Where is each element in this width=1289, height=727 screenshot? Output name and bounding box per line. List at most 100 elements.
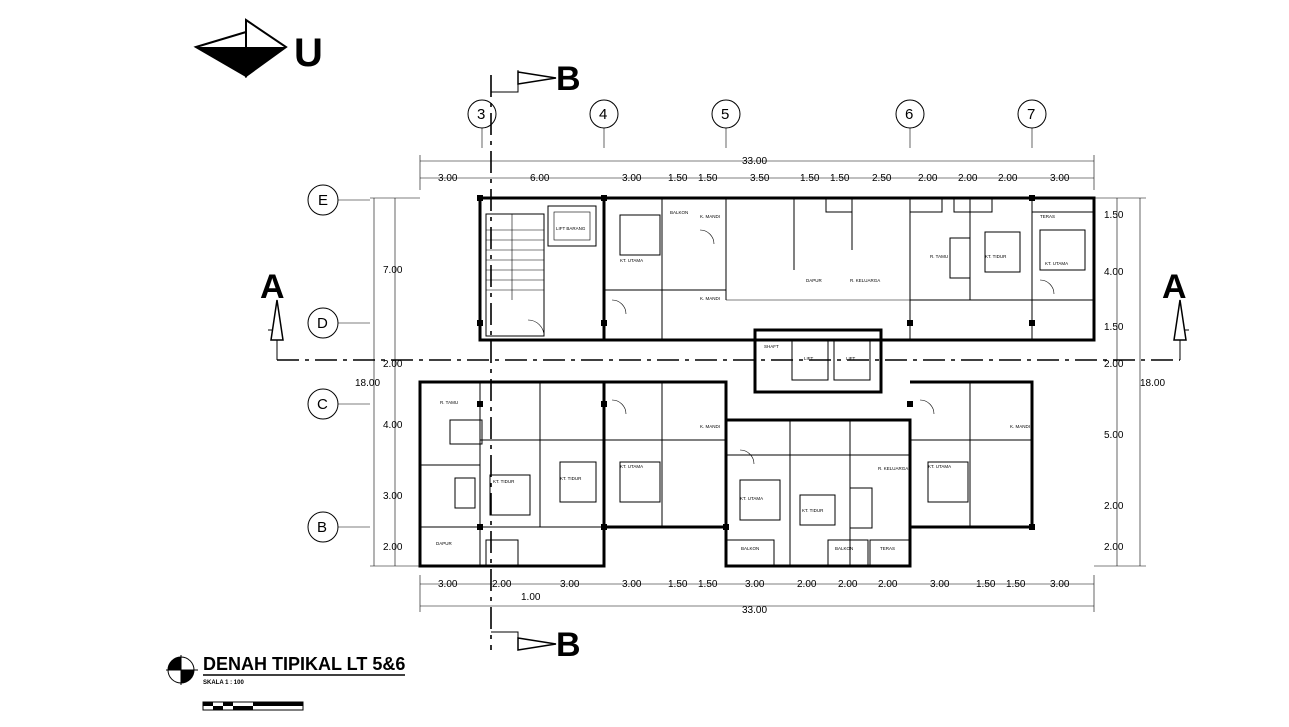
scale-bar [202,701,304,711]
top-dim-5: 1.50 [698,173,718,184]
top-dimensions: 33.00 3.00 6.00 3.00 1.50 1.50 3.50 1.50… [419,155,1095,190]
section-b-label-bottom: B [556,626,581,664]
room-kt-tidur-4: KT. TIDUR [802,508,824,513]
grid-row-b: B [317,519,327,536]
room-lift-2: LIFT [846,356,856,361]
bottom-dim-2: 2.00 [492,579,512,590]
room-kt-utama-5: KT. UTAMA [740,496,763,501]
top-dim-7: 1.50 [800,173,820,184]
grid-col-3: 3 [477,106,485,123]
section-a-label-right: A [1162,268,1187,306]
right-dimensions: 18.00 1.50 4.00 1.50 2.00 5.00 2.00 2.00 [1094,197,1165,567]
building-walls: LIFT BARANG KT. UTAMA KT. UTAMA KT. TIDU… [418,195,1096,568]
room-kt-utama-4: KT. UTAMA [928,464,951,469]
grid-columns: 3 4 5 6 7 [467,99,1047,148]
bottom-dim-7: 3.00 [745,579,765,590]
top-dim-6: 3.50 [750,173,770,184]
drawing-title: DENAH TIPIKAL LT 5&6 [203,654,405,674]
room-r-tamu-2: R. TAMU [440,400,458,405]
section-line-b: B B [490,60,581,664]
top-dim-11: 2.00 [958,173,978,184]
room-dapur-2: DAPUR [436,541,453,546]
room-kt-utama-2: KT. UTAMA [1045,261,1068,266]
room-dapur-1: DAPUR [806,278,823,283]
room-teras-1: TERAS [1040,214,1055,219]
top-overall-dim: 33.00 [742,156,767,167]
room-k-mandi-1: K. MANDI [700,214,720,219]
room-r-keluarga-1: R. KELUARGA [850,278,880,283]
top-dim-13: 3.00 [1050,173,1070,184]
grid-row-d: D [317,315,328,332]
room-kt-utama-1: KT. UTAMA [620,258,643,263]
grid-rows: E D C B [307,184,370,543]
top-dim-12: 2.00 [998,173,1018,184]
room-k-mandi-3: K. MANDI [700,424,720,429]
grid-col-4: 4 [599,106,607,123]
section-b-label-top: B [556,60,581,98]
right-dim-6: 2.00 [1104,501,1124,512]
left-overall-dim: 18.00 [355,378,380,389]
bottom-overall-dim: 33.00 [742,605,767,616]
bottom-dim-8: 2.00 [797,579,817,590]
right-overall-dim: 18.00 [1140,378,1165,389]
top-dim-4: 1.50 [668,173,688,184]
right-dim-3: 1.50 [1104,322,1124,333]
bottom-dim-13: 1.50 [1006,579,1026,590]
bottom-dim-9: 2.00 [838,579,858,590]
grid-row-e: E [318,192,328,209]
bottom-dimensions: 3.00 2.00 3.00 3.00 1.50 1.50 3.00 2.00 … [419,575,1095,616]
bottom-dim-11: 3.00 [930,579,950,590]
left-dimensions: 18.00 7.00 2.00 4.00 3.00 2.00 [355,197,420,567]
room-lift-barang: LIFT BARANG [556,226,586,231]
north-arrow: U [193,18,323,78]
room-shaft: SHAFT [764,344,779,349]
bottom-dim-3: 3.00 [560,579,580,590]
top-dim-1: 3.00 [438,173,458,184]
bottom-dim-6: 1.50 [698,579,718,590]
bottom-dim-14: 3.00 [1050,579,1070,590]
bottom-dim-5: 1.50 [668,579,688,590]
bottom-dim-10: 2.00 [878,579,898,590]
room-balkon-1: BALKON [670,210,688,215]
right-dim-1: 1.50 [1104,210,1124,221]
bottom-dim-1: 3.00 [438,579,458,590]
grid-col-5: 5 [721,106,729,123]
room-r-tamu-1: R. TAMU [930,254,948,259]
room-kt-tidur-3: KT. TIDUR [493,479,515,484]
room-balkon-2: BALKON [741,546,759,551]
section-line-a: A A [260,268,1189,361]
room-teras-2: TERAS [880,546,895,551]
room-k-mandi-2: K. MANDI [700,296,720,301]
room-balkon-3: BALKON [835,546,853,551]
left-dim-5: 2.00 [383,542,403,553]
room-kt-tidur-2: KT. TIDUR [560,476,582,481]
top-dim-8: 1.50 [830,173,850,184]
grid-col-6: 6 [905,106,913,123]
top-dim-10: 2.00 [918,173,938,184]
left-dim-4: 3.00 [383,491,403,502]
bottom-dim-4: 3.00 [622,579,642,590]
room-kt-tidur-1: KT. TIDUR [985,254,1007,259]
title-block: DENAH TIPIKAL LT 5&6 SKALA 1 : 100 [166,654,405,711]
grid-row-c: C [317,396,328,413]
right-dim-7: 2.00 [1104,542,1124,553]
top-dim-9: 2.50 [872,173,892,184]
right-dim-5: 5.00 [1104,430,1124,441]
room-kt-utama-3: KT. UTAMA [620,464,643,469]
drawing-scale: SKALA 1 : 100 [203,680,244,686]
room-lift-1: LIFT [804,356,814,361]
north-label: U [294,31,323,75]
right-dim-4: 2.00 [1104,359,1124,370]
room-r-keluarga-2: R. KELUARGA [878,466,908,471]
left-dim-1: 7.00 [383,265,403,276]
bottom-dim-12: 1.50 [976,579,996,590]
section-a-label-left: A [260,268,285,306]
right-dim-2: 4.00 [1104,267,1124,278]
grid-col-7: 7 [1027,106,1035,123]
room-k-mandi-4: K. MANDI [1010,424,1030,429]
left-dim-2: 2.00 [383,359,403,370]
top-dim-3: 3.00 [622,173,642,184]
left-dim-3: 4.00 [383,420,403,431]
top-dim-2: 6.00 [530,173,550,184]
